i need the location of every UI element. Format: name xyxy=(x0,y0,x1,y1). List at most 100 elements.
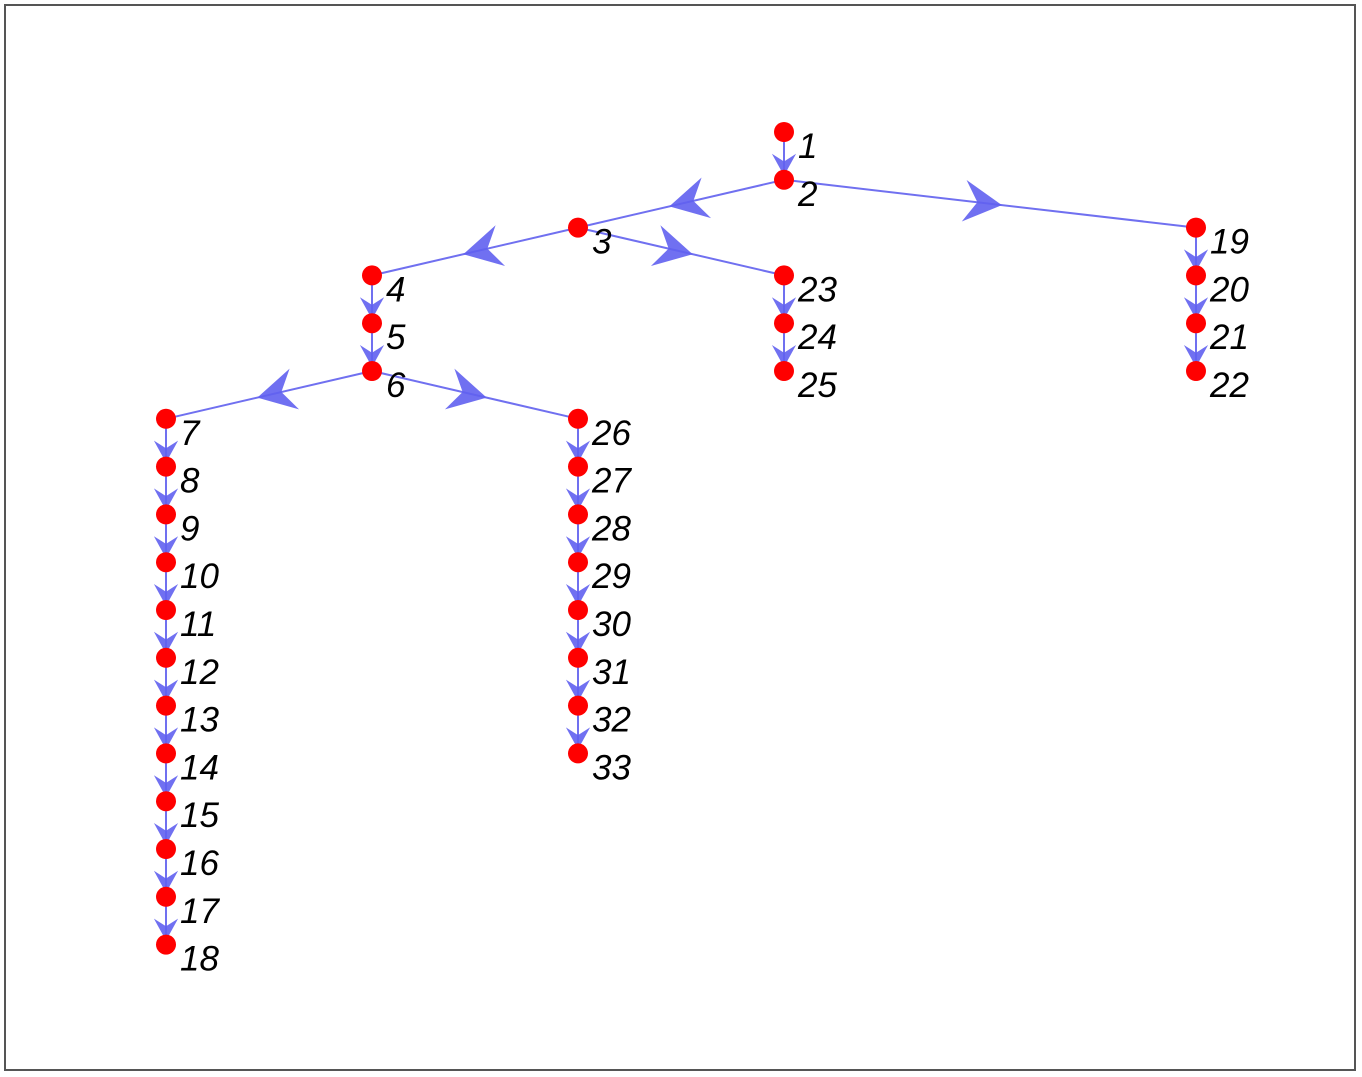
node-20 xyxy=(1186,265,1206,286)
node-1 xyxy=(774,122,794,142)
arrow-15-16 xyxy=(153,823,179,845)
arrow-6-26 xyxy=(444,368,487,410)
node-24 xyxy=(774,313,794,334)
node-label-26: 26 xyxy=(591,414,631,453)
node-label-33: 33 xyxy=(592,748,631,787)
arrow-5-6 xyxy=(359,345,385,367)
node-label-2: 2 xyxy=(797,175,817,214)
arrow-21-22 xyxy=(1183,345,1209,367)
arrow-2-19 xyxy=(961,179,1002,222)
arrow-28-29 xyxy=(565,536,591,559)
node-28 xyxy=(568,504,588,525)
arrow-4-5 xyxy=(359,297,385,320)
arrow-23-24 xyxy=(771,297,797,320)
arrow-27-28 xyxy=(565,488,591,511)
arrow-29-30 xyxy=(565,584,591,606)
node-31 xyxy=(568,647,588,668)
node-label-17: 17 xyxy=(180,892,220,931)
arrow-14-15 xyxy=(153,775,179,798)
node-8 xyxy=(156,456,176,477)
node-30 xyxy=(568,600,588,620)
node-label-14: 14 xyxy=(180,748,219,787)
arrow-11-12 xyxy=(153,631,179,654)
node-label-20: 20 xyxy=(1209,270,1249,309)
node-18 xyxy=(156,934,176,955)
diagram-frame xyxy=(4,4,1356,1071)
node-17 xyxy=(156,886,176,907)
arrow-8-9 xyxy=(153,488,179,511)
arrow-31-32 xyxy=(565,679,591,702)
nodes-layer xyxy=(156,122,1206,955)
node-label-31: 31 xyxy=(592,653,631,692)
arrow-2-3 xyxy=(669,177,712,219)
node-label-11: 11 xyxy=(180,605,216,644)
arrow-24-25 xyxy=(771,345,797,367)
node-label-7: 7 xyxy=(180,414,201,453)
arrow-1-2 xyxy=(771,153,797,176)
node-3 xyxy=(568,217,588,238)
node-label-4: 4 xyxy=(386,270,405,309)
node-26 xyxy=(568,408,588,429)
node-label-16: 16 xyxy=(180,844,219,883)
arrow-20-21 xyxy=(1183,297,1209,320)
node-label-28: 28 xyxy=(591,509,631,548)
node-32 xyxy=(568,695,588,716)
node-label-10: 10 xyxy=(180,557,219,596)
node-9 xyxy=(156,504,176,525)
node-2 xyxy=(774,169,794,190)
arrow-16-17 xyxy=(153,870,179,893)
node-label-3: 3 xyxy=(592,223,612,262)
arrow-12-13 xyxy=(153,679,179,702)
node-33 xyxy=(568,743,588,764)
node-23 xyxy=(774,265,794,286)
arrow-7-8 xyxy=(153,440,179,463)
node-label-27: 27 xyxy=(591,462,632,501)
arrow-19-20 xyxy=(1183,249,1209,272)
node-10 xyxy=(156,552,176,573)
arrow-32-33 xyxy=(565,727,591,750)
node-27 xyxy=(568,456,588,477)
node-22 xyxy=(1186,361,1206,381)
node-label-24: 24 xyxy=(797,318,837,357)
node-label-1: 1 xyxy=(798,127,817,166)
node-6 xyxy=(362,361,382,381)
node-5 xyxy=(362,313,382,334)
node-label-32: 32 xyxy=(592,701,631,740)
arrow-26-27 xyxy=(565,440,591,463)
arrow-30-31 xyxy=(565,631,591,654)
node-label-21: 21 xyxy=(1209,318,1249,357)
node-11 xyxy=(156,600,176,620)
node-label-22: 22 xyxy=(1209,366,1249,405)
node-label-5: 5 xyxy=(386,318,406,357)
node-label-9: 9 xyxy=(180,509,199,548)
node-21 xyxy=(1186,313,1206,334)
arrow-17-18 xyxy=(153,918,179,941)
node-7 xyxy=(156,408,176,429)
node-label-30: 30 xyxy=(592,605,631,644)
node-label-18: 18 xyxy=(180,940,219,979)
arrow-3-4 xyxy=(463,225,506,266)
arrow-13-14 xyxy=(153,727,179,750)
node-12 xyxy=(156,647,176,668)
node-label-8: 8 xyxy=(180,462,200,501)
node-14 xyxy=(156,743,176,764)
node-19 xyxy=(1186,217,1206,238)
node-4 xyxy=(362,265,382,286)
arrow-6-7 xyxy=(257,368,300,410)
node-29 xyxy=(568,552,588,573)
node-13 xyxy=(156,695,176,716)
node-label-19: 19 xyxy=(1210,223,1249,262)
node-15 xyxy=(156,791,176,812)
node-label-13: 13 xyxy=(180,701,219,740)
labels-layer: 1234567891011121314151617181920212223242… xyxy=(180,127,1249,979)
node-label-12: 12 xyxy=(180,653,219,692)
node-label-29: 29 xyxy=(591,557,631,596)
node-25 xyxy=(774,361,794,381)
node-16 xyxy=(156,839,176,859)
node-label-23: 23 xyxy=(797,270,837,309)
node-label-6: 6 xyxy=(386,366,406,405)
arrow-9-10 xyxy=(153,536,179,559)
arrows-layer xyxy=(153,153,1209,941)
arrow-10-11 xyxy=(153,584,179,606)
